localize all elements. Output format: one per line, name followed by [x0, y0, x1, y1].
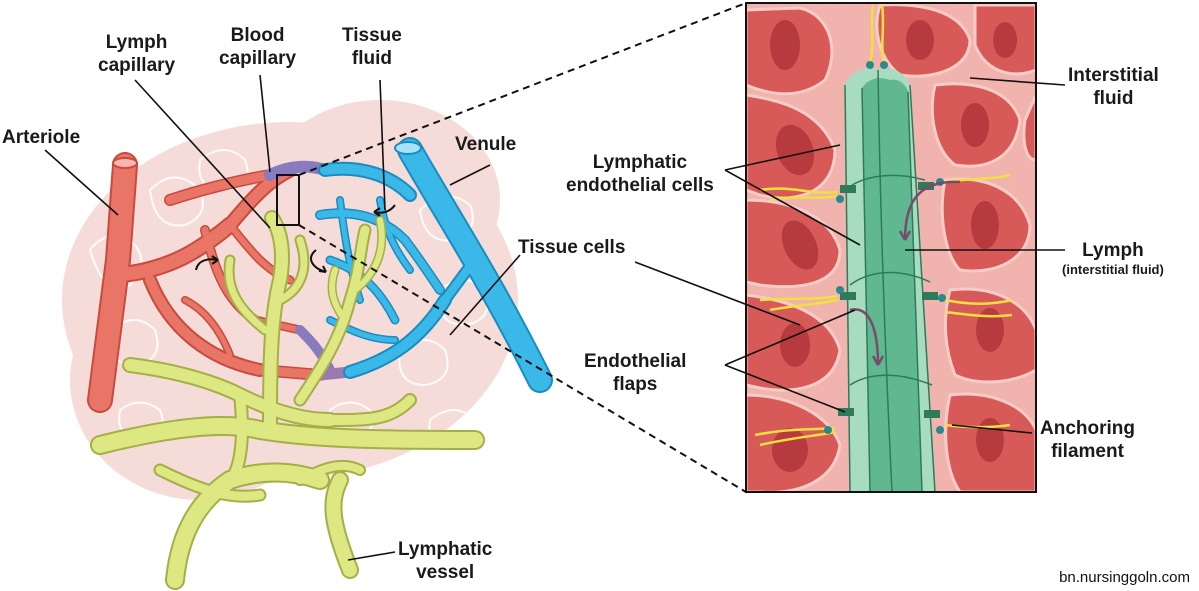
label-anchoring-filament-line1: Anchoring — [1040, 418, 1135, 439]
label-lymph-capillary: Lymph capillary — [98, 31, 175, 77]
label-endothelial-flaps: Endothelial flaps — [584, 350, 686, 396]
source-credit: bn.nursinggoln.com — [1059, 569, 1190, 586]
lymphatic-vessel — [90, 210, 485, 590]
anchoring-filaments — [754, 4, 1013, 447]
label-interstitial-fluid-line1: Interstitial — [1068, 65, 1159, 86]
label-lymph-line1: Lymph — [1082, 240, 1144, 261]
label-anchoring-filament: Anchoring filament — [1040, 417, 1135, 463]
label-tissue-fluid-line2: fluid — [351, 48, 392, 69]
label-lymphatic-vessel: Lymphatic vessel — [398, 538, 492, 584]
label-lymph-sub: (interstitial fluid) — [1062, 262, 1164, 277]
fluid-flow-arrows — [195, 204, 396, 273]
venule — [315, 137, 553, 393]
label-anchoring-filament-line2: filament — [1051, 441, 1124, 462]
label-lymphatic-endothelial-cells: Lymphatic endothelial cells — [566, 151, 714, 197]
label-tissue-cells: Tissue cells — [518, 237, 626, 258]
lymphatic-capillary-zoomed — [838, 68, 940, 492]
zoom-lines — [298, 2, 747, 493]
label-lymphatic-vessel-line2: vessel — [416, 562, 475, 583]
label-blood-capillary: Blood capillary — [219, 24, 296, 70]
label-venule: Venule — [455, 134, 517, 155]
label-lymph-capillary-line1: Lymph — [105, 32, 168, 53]
label-endothelial-flaps-line1: Endothelial — [584, 351, 687, 372]
label-blood-capillary-line2: capillary — [219, 48, 297, 69]
label-lymphatic-endothelial-cells-line1: Lymphatic — [592, 152, 688, 173]
label-endothelial-flaps-line2: flaps — [613, 374, 658, 395]
label-lymph: Lymph (interstitial fluid) — [1062, 239, 1164, 277]
label-lymph-capillary-line2: capillary — [98, 55, 176, 76]
leader-lines — [44, 74, 1066, 561]
lymph-flow-arrows — [849, 180, 961, 366]
zoom-box — [276, 174, 300, 226]
label-interstitial-fluid-line2: fluid — [1093, 88, 1134, 109]
label-interstitial-fluid: Interstitial fluid — [1068, 64, 1159, 110]
label-lymphatic-endothelial-cells-line2: endothelial cells — [566, 175, 714, 196]
label-tissue-fluid: Tissue fluid — [342, 24, 402, 70]
label-blood-capillary-line1: Blood — [230, 25, 285, 46]
label-arteriole: Arteriole — [2, 127, 81, 148]
label-tissue-fluid-line1: Tissue — [342, 25, 402, 46]
zoomed-panel — [745, 2, 1037, 493]
label-lymphatic-vessel-line1: Lymphatic — [398, 539, 493, 560]
